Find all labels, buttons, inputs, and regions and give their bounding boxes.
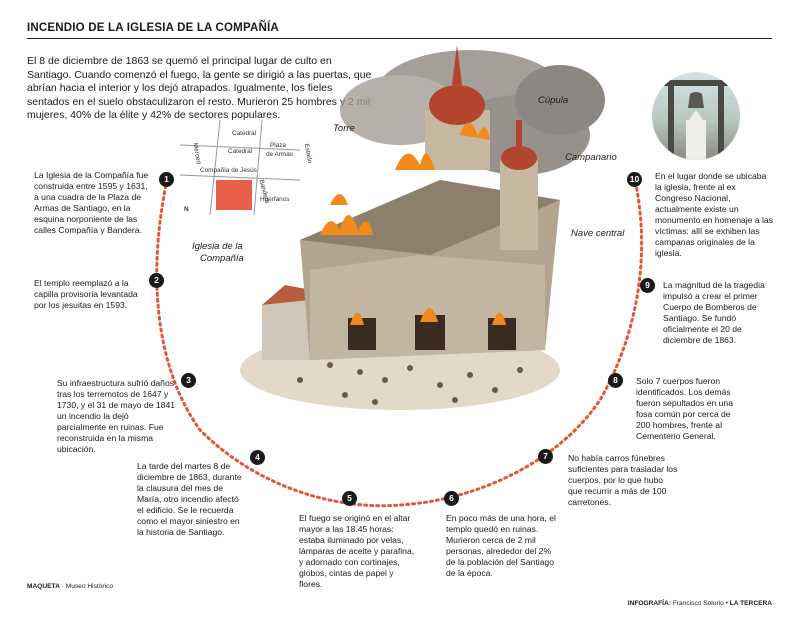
footer-credit-infographic: INFOGRAFÍA: Francisco Solorio • LA TERCE… xyxy=(628,600,772,607)
label-nave-central: Nave central xyxy=(571,228,625,239)
footer-maqueta-label: MAQUETA xyxy=(27,583,60,590)
footer-maqueta-source: Museo Histórico xyxy=(65,583,113,590)
step-10-text: En el lugar donde se ubicaba la iglesia,… xyxy=(655,171,774,258)
crowd-figures xyxy=(297,362,523,405)
step-7-text: No había carros fúnebres suficientes par… xyxy=(568,453,678,507)
dome xyxy=(429,85,485,125)
page-title: INCENDIO DE LA IGLESIA DE LA COMPAÑÍA xyxy=(27,22,279,34)
label-cupula: Cúpula xyxy=(538,95,569,106)
monument-photo-graphic xyxy=(662,80,730,160)
step-5-text: El fuego se originó en el altar mayor a … xyxy=(299,513,415,589)
step-5-badge: 5 xyxy=(342,491,357,506)
step-2-text: El templo reemplazó a la capilla proviso… xyxy=(34,278,138,310)
label-iglesia-2: Compañía xyxy=(200,253,244,264)
map-plaza-1: Plaza xyxy=(270,142,286,149)
step-4-text: La tarde del martes 8 de diciembre de 18… xyxy=(137,461,242,537)
step-6-badge: 6 xyxy=(444,491,459,506)
monument-photo xyxy=(652,72,740,160)
step-8-text: Solo 7 cuerpos fueron identificados. Los… xyxy=(636,376,733,441)
street-map-graphic xyxy=(179,119,301,216)
map-huerfanos: Huérfanos xyxy=(260,196,290,203)
step-4-badge: 4 xyxy=(250,450,265,465)
footer-brand: LA TERCERA xyxy=(729,600,772,607)
step-7-badge: 7 xyxy=(538,449,553,464)
step-10-badge: 10 xyxy=(627,172,642,187)
label-iglesia-1: Iglesia de la xyxy=(192,241,243,252)
intro-paragraph: El 8 de diciembre de 1863 se quemó el pr… xyxy=(27,55,372,121)
footer-infografia-author: Francisco Solorio xyxy=(672,600,724,607)
map-plaza-2: de Armas xyxy=(266,151,293,158)
timeline-arc xyxy=(155,178,644,508)
label-campanario: Campanario xyxy=(565,152,617,163)
map-compania: Compañía de Jesús xyxy=(200,167,257,174)
step-3-badge: 3 xyxy=(181,373,196,388)
bell-tower xyxy=(500,160,538,250)
footer-separator: · xyxy=(61,583,66,590)
label-torre: Torre xyxy=(333,123,355,134)
north-indicator: N xyxy=(184,206,189,213)
map-catedral: Catedral xyxy=(228,148,253,155)
step-1-text: La Iglesia de la Compañía fue construida… xyxy=(34,170,149,235)
title-divider xyxy=(27,38,772,39)
side-building xyxy=(262,300,312,360)
fire-flames xyxy=(320,122,506,325)
step-8-badge: 8 xyxy=(608,373,623,388)
footer-credit-model: MAQUETA · Museo Histórico xyxy=(27,583,113,590)
map-catedral-top: Catedral xyxy=(232,130,257,137)
step-2-badge: 2 xyxy=(149,273,164,288)
step-9-text: La magnitud de la tragedia impulsó a cre… xyxy=(663,280,765,345)
step-1-badge: 1 xyxy=(159,172,174,187)
footer-infografia-label: INFOGRAFÍA: xyxy=(627,600,671,607)
footer-bullet: • xyxy=(725,600,730,607)
step-9-badge: 9 xyxy=(640,278,655,293)
step-3-text: Su infraestructura sufrió daños tras los… xyxy=(57,378,176,454)
street-map: Catedral Catedral Plaza de Armas Merced … xyxy=(179,119,313,216)
step-6-text: En poco más de una hora, el templo quedó… xyxy=(446,513,556,578)
